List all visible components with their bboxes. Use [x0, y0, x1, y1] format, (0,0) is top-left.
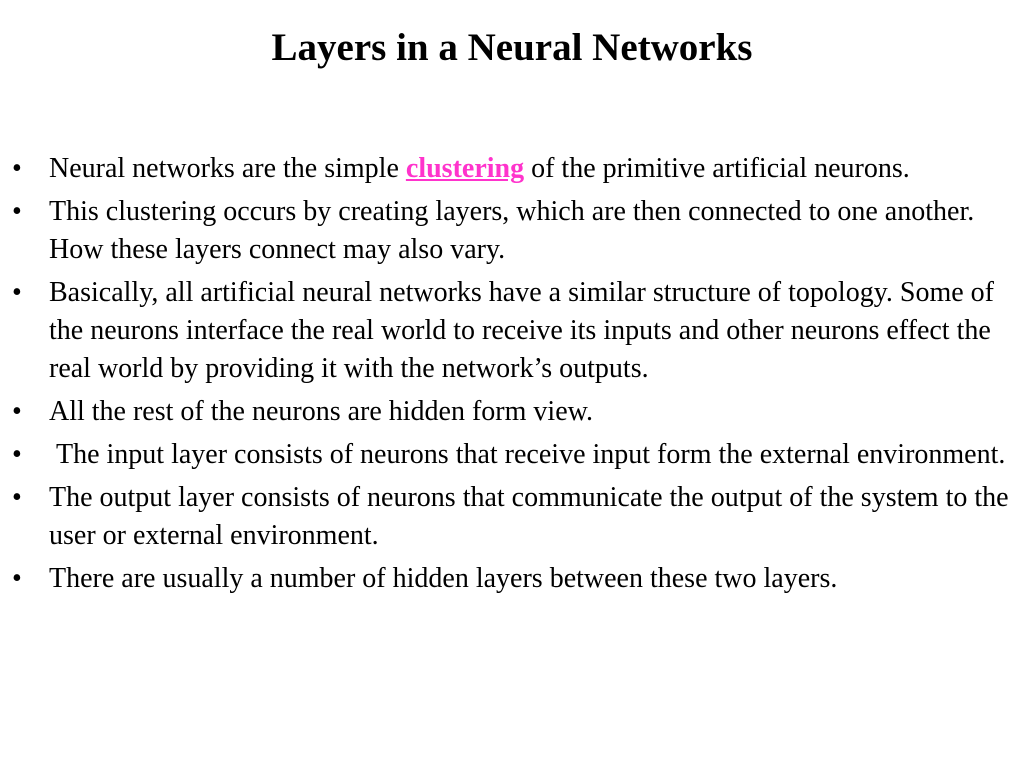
bullet-list: • Neural networks are the simple clusteri…	[0, 150, 1020, 603]
slide-title: Layers in a Neural Networks	[271, 26, 753, 69]
bullet-item-hidden-neurons: • All the rest of the neurons are hidden …	[0, 393, 1020, 431]
bullet-text: Basically, all artificial neural network…	[49, 277, 994, 384]
bullet-text: The input layer consists of neurons that…	[49, 439, 1006, 470]
bullet-text: This clustering occurs by creating layer…	[49, 196, 975, 265]
bullet-text-before: Neural networks are the simple	[49, 153, 406, 184]
bullet-item-layers: • This clustering occurs by creating laye…	[0, 193, 1020, 269]
bullet-item-hidden-layers: • There are usually a number of hidden la…	[0, 560, 1020, 598]
bullet-item-output-layer: • The output layer consists of neurons th…	[0, 479, 1020, 555]
bullet-icon: •	[12, 396, 22, 427]
bullet-text: All the rest of the neurons are hidden f…	[49, 396, 594, 427]
bullet-icon: •	[12, 196, 22, 227]
bullet-item-input-layer: • The input layer consists of neurons th…	[0, 436, 1020, 474]
bullet-text-after: of the primitive artificial neurons.	[524, 153, 910, 184]
bullet-text: There are usually a number of hidden lay…	[49, 563, 838, 594]
bullet-item-clustering: • Neural networks are the simple clusteri…	[0, 150, 1020, 188]
bullet-icon: •	[12, 482, 22, 513]
bullet-item-topology: • Basically, all artificial neural networ…	[0, 274, 1020, 388]
bullet-icon: •	[12, 277, 22, 308]
bullet-icon: •	[12, 439, 22, 470]
bullet-icon: •	[12, 153, 22, 184]
highlighted-term-clustering: clustering	[405, 153, 525, 184]
bullet-icon: •	[12, 563, 22, 594]
bullet-text: The output layer consists of neurons tha…	[49, 482, 1009, 551]
